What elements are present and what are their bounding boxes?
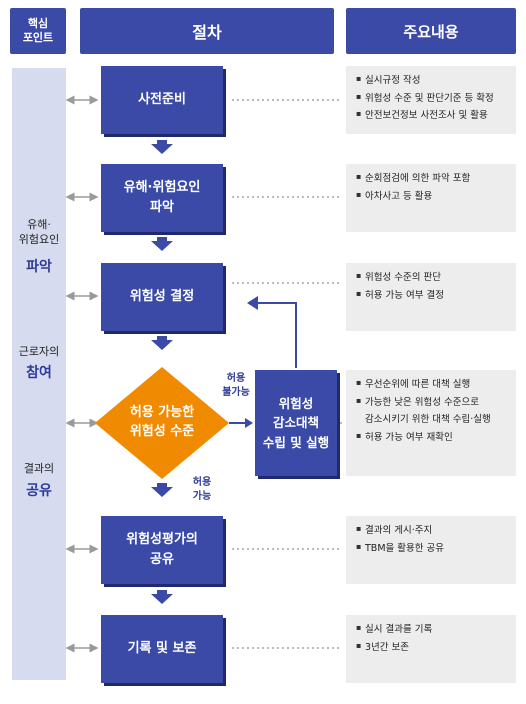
content-box-risk-determination: 위험성 수준의 판단허용 가능 여부 결정: [346, 263, 516, 331]
key-point-3-label: 결과의: [23, 462, 55, 475]
key-point-3-title: 공유: [26, 483, 52, 499]
procedure-header: 절차: [80, 8, 334, 54]
step-risk-determination: 위험성 결정: [101, 263, 223, 331]
content-item: 안전보건정보 사전조사 및 활용: [356, 107, 506, 125]
content-item: 허용 가능 여부 결정: [356, 287, 506, 305]
decision-diamond: [95, 367, 229, 479]
content-item: 3년간 보존: [356, 639, 506, 657]
key-point-header: 핵심 포인트: [10, 8, 66, 54]
content-box-sharing: 결과의 게시·주지TBM을 활용한 공유: [346, 516, 516, 584]
key-point-2-label: 근로자의: [18, 345, 60, 358]
step-risk-reduction: 위험성 감소대책 수립 및 실행: [255, 370, 337, 476]
content-item: 우선순위에 따른 대책 실행: [356, 376, 506, 394]
content-item: 가능한 낮은 위험성 수준으로 감소시키기 위한 대책 수립·실행: [356, 394, 506, 429]
content-item: 순회점검에 의한 파악 포함: [356, 170, 506, 188]
step-preparation: 사전준비: [101, 66, 223, 134]
content-item: TBM을 활용한 공유: [356, 540, 506, 558]
content-item: 실시 결과를 기록: [356, 621, 506, 639]
decision-label: 허용 가능한 위험성 수준: [129, 405, 195, 439]
key-point-column: [12, 68, 66, 680]
double-arrows: [65, 95, 99, 653]
content-list: 위험성 수준의 판단허용 가능 여부 결정: [356, 269, 506, 304]
content-item: 위험성 수준 및 판단기준 등 확정: [356, 90, 506, 108]
key-point-2-title: 참여: [26, 365, 52, 381]
content-box-records: 실시 결과를 기록3년간 보존: [346, 615, 516, 683]
content-item: 결과의 게시·주지: [356, 522, 506, 540]
down-arrows: [151, 140, 173, 604]
step-record-keeping: 기록 및 보존: [101, 615, 223, 683]
main-content-header: 주요내용: [346, 8, 516, 54]
not-allowed-label: 허용 불가능: [222, 373, 250, 398]
content-box-hazard: 순회점검에 의한 파악 포함아차사고 등 활용: [346, 164, 516, 232]
content-list: 실시규정 작성위험성 수준 및 판단기준 등 확정안전보건정보 사전조사 및 활…: [356, 72, 506, 125]
content-list: 결과의 게시·주지TBM을 활용한 공유: [356, 522, 506, 557]
dotted-connectors: [232, 99, 343, 649]
content-item: 아차사고 등 활용: [356, 188, 506, 206]
content-item: 허용 가능 여부 재확인: [356, 429, 506, 447]
content-item: 위험성 수준의 판단: [356, 269, 506, 287]
content-box-preparation: 실시규정 작성위험성 수준 및 판단기준 등 확정안전보건정보 사전조사 및 활…: [346, 66, 516, 134]
key-point-1-title: 파악: [26, 259, 52, 275]
step-hazard-identification: 유해·위험요인 파악: [101, 164, 223, 232]
content-list: 순회점검에 의한 파악 포함아차사고 등 활용: [356, 170, 506, 205]
allowed-label: 허용 가능: [192, 477, 212, 502]
content-box-risk-reduction: 우선순위에 따른 대책 실행가능한 낮은 위험성 수준으로 감소시키기 위한 대…: [346, 370, 516, 476]
content-item: 실시규정 작성: [356, 72, 506, 90]
key-point-1-label: 유해· 위험요인: [18, 218, 60, 246]
content-list: 우선순위에 따른 대책 실행가능한 낮은 위험성 수준으로 감소시키기 위한 대…: [356, 376, 506, 446]
step-result-sharing: 위험성평가의 공유: [101, 516, 223, 584]
content-list: 실시 결과를 기록3년간 보존: [356, 621, 506, 656]
